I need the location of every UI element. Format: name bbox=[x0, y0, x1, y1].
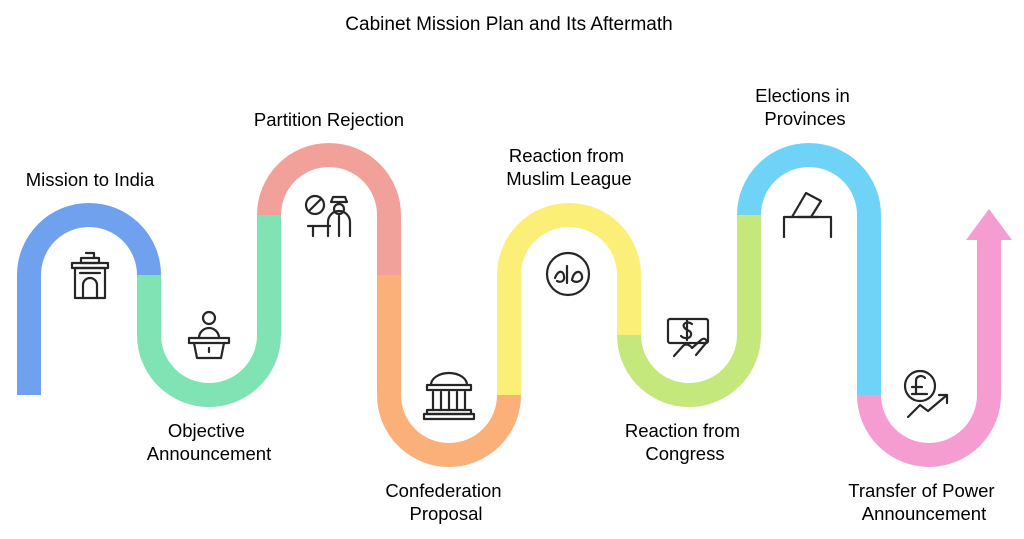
label-reaction-congress: Reaction from Congress bbox=[625, 420, 745, 464]
label-objective-announcement: Objective Announcement bbox=[147, 420, 271, 464]
india-gate-icon bbox=[70, 251, 110, 300]
segment-partition-rejection bbox=[257, 143, 401, 275]
pound-growth-icon bbox=[903, 369, 949, 419]
label-confederation-proposal: Confederation Proposal bbox=[385, 480, 506, 524]
segment-elections-in-provinces bbox=[737, 143, 881, 395]
segment-reaction-muslim-league bbox=[497, 203, 641, 395]
government-building-icon bbox=[422, 371, 476, 421]
label-transfer-of-power: Transfer of Power Announcement bbox=[848, 480, 999, 524]
segment-objective-announcement bbox=[137, 215, 281, 407]
ballot-box-icon bbox=[782, 191, 833, 239]
arrow-head bbox=[966, 209, 1012, 246]
label-mission-to-india: Mission to India bbox=[26, 169, 155, 190]
halal-icon bbox=[545, 251, 591, 297]
label-elections-in-provinces: Elections in Provinces bbox=[755, 85, 855, 129]
money-hand-icon bbox=[666, 317, 710, 358]
diagram-title: Cabinet Mission Plan and Its Aftermath bbox=[345, 14, 672, 35]
label-reaction-muslim-league: Reaction from Muslim League bbox=[506, 145, 631, 189]
label-partition-rejection: Partition Rejection bbox=[254, 109, 404, 130]
segment-reaction-congress bbox=[617, 215, 761, 407]
speaker-podium-icon bbox=[187, 310, 231, 360]
segment-transfer-of-power bbox=[857, 234, 1001, 467]
segment-mission-to-india bbox=[17, 203, 161, 395]
police-prohibition-icon bbox=[304, 194, 352, 238]
segment-confederation-proposal bbox=[377, 275, 521, 467]
